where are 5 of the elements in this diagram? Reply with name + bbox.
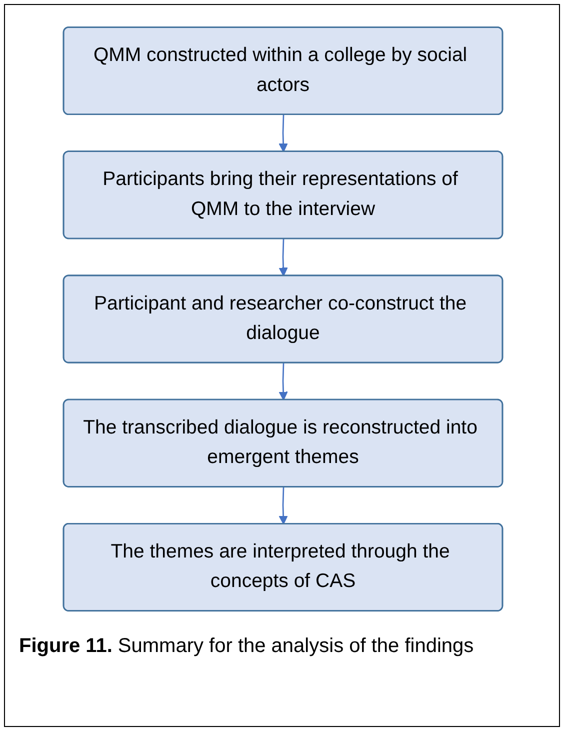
arrow xyxy=(278,487,288,525)
arrow xyxy=(278,363,288,400)
figure-caption: Figure 11. Summary for the analysis of the findings xyxy=(19,634,475,659)
arrow xyxy=(278,238,288,276)
arrow xyxy=(278,114,288,152)
